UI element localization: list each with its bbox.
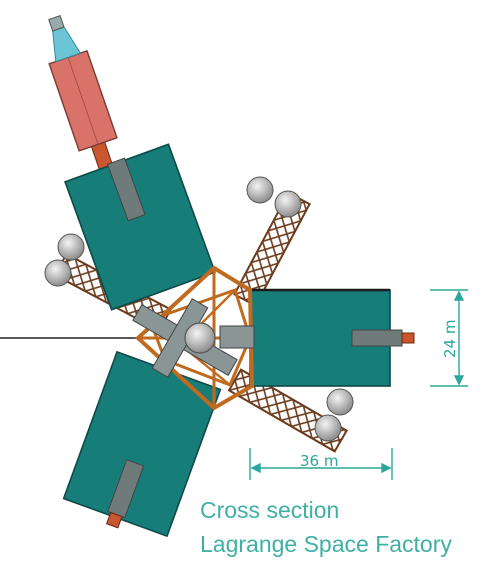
- sphere-tank: [274, 190, 302, 218]
- module-lower-left: [62, 350, 222, 538]
- width-dimension-label: 36 m: [300, 452, 339, 470]
- dimension-width: [249, 448, 393, 480]
- dimension-height: [430, 289, 468, 387]
- sphere-tank: [314, 414, 342, 442]
- sphere-tank: [326, 388, 354, 416]
- module-upper-left: [64, 143, 216, 311]
- caption-title: Cross section: [200, 497, 340, 523]
- hub-sphere: [184, 322, 216, 354]
- sphere-tank: [44, 259, 72, 287]
- engine-assembly: [48, 15, 118, 176]
- height-dimension-label: 24 m: [441, 319, 459, 358]
- sphere-tank: [246, 176, 274, 204]
- caption-subtitle: Lagrange Space Factory: [200, 531, 452, 557]
- sphere-tank: [57, 233, 85, 261]
- central-hub: [132, 265, 255, 411]
- module-right: [249, 288, 415, 387]
- sphere-tanks: [44, 176, 354, 442]
